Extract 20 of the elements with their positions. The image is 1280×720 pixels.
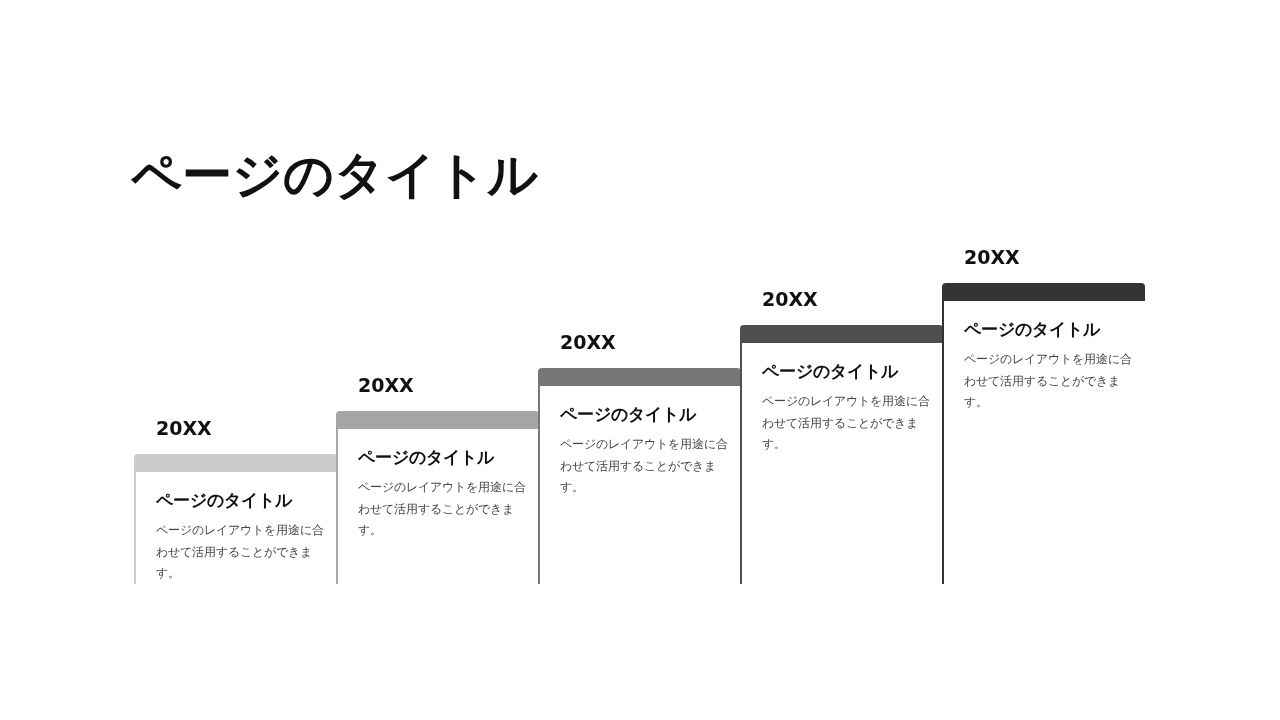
year-label: 20XX <box>560 330 616 355</box>
step-heading: ページのタイトル <box>762 360 898 383</box>
page-title: ページのタイトル <box>131 145 538 206</box>
step-heading: ページのタイトル <box>964 318 1100 341</box>
step-description: ページのレイアウトを用途に合わせて活用することができます。 <box>964 351 1132 411</box>
step-description: ページのレイアウトを用途に合わせて活用することができます。 <box>358 479 526 539</box>
year-label: 20XX <box>358 373 414 398</box>
step-card <box>740 325 943 584</box>
step-description: ページのレイアウトを用途に合わせて活用することができます。 <box>156 522 324 582</box>
step-card <box>538 368 741 584</box>
year-label: 20XX <box>156 416 212 441</box>
step-heading: ページのタイトル <box>358 446 494 469</box>
step-card <box>336 411 539 584</box>
step-description: ページのレイアウトを用途に合わせて活用することができます。 <box>560 436 728 496</box>
year-label: 20XX <box>964 245 1020 270</box>
step-description: ページのレイアウトを用途に合わせて活用することができます。 <box>762 393 930 453</box>
year-label: 20XX <box>762 287 818 312</box>
step-heading: ページのタイトル <box>560 403 696 426</box>
step-heading: ページのタイトル <box>156 489 292 512</box>
step-card <box>134 454 337 584</box>
